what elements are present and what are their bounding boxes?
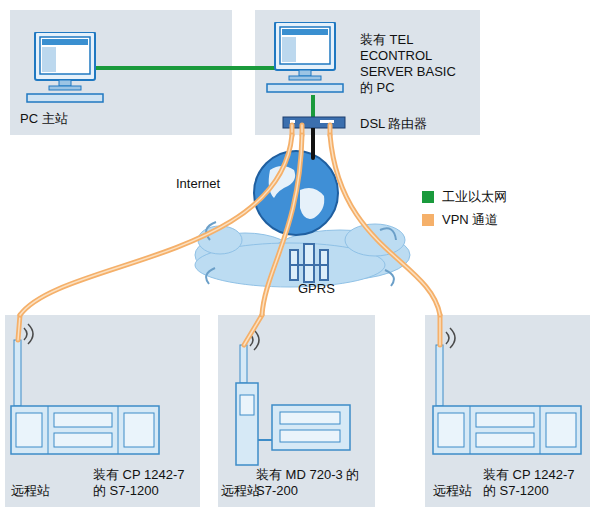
legend-swatch xyxy=(422,214,434,226)
node-label: 装有 CP 1242-7 的 S7-1200 xyxy=(483,467,587,499)
server-panel: 装有 TEL ECONTROL SERVER BASIC 的 PC DSL 路由器 xyxy=(255,10,480,135)
illustration-part xyxy=(320,120,334,123)
node-label: PC 主站 xyxy=(20,111,68,127)
node-label: GPRS xyxy=(298,281,335,297)
illustration-part xyxy=(436,345,443,406)
legend-entry: 工业以太网 xyxy=(422,188,507,206)
master-station-panel: PC 主站 xyxy=(10,10,232,135)
illustration-part xyxy=(255,10,480,135)
connector-stroke xyxy=(20,135,292,315)
remote-station-panel: 装有 CP 1242-7 的 S7-1200 远程站 xyxy=(425,315,590,507)
vpn-tunnel xyxy=(262,135,302,315)
node-label: 远程站 xyxy=(11,483,50,499)
illustration-part xyxy=(272,405,350,450)
illustration-part xyxy=(18,315,440,345)
illustration-part xyxy=(218,315,375,507)
legend-entry: VPN 通道 xyxy=(422,211,498,229)
legend-text: 工业以太网 xyxy=(442,188,507,206)
illustration-part xyxy=(10,10,232,135)
illustration-part xyxy=(290,120,295,123)
illustration-part xyxy=(280,412,340,424)
connector-stroke xyxy=(232,66,255,70)
node-label: 装有 MD 720-3 的 S7-200 xyxy=(256,467,360,499)
illustration-part xyxy=(304,244,314,282)
illustration-part xyxy=(446,328,455,348)
illustration-part xyxy=(240,395,254,415)
node-label: 远程站 xyxy=(221,483,260,499)
node-label: DSL 路由器 xyxy=(360,116,427,132)
node-label: 装有 CP 1242-7 的 S7-1200 xyxy=(93,467,197,499)
connector-stroke xyxy=(20,135,292,315)
illustration-part xyxy=(290,244,328,282)
legend-swatch xyxy=(422,191,434,203)
vpn-tunnel xyxy=(20,135,292,315)
dsl-line xyxy=(313,135,314,158)
legend-text: VPN 通道 xyxy=(442,211,498,229)
illustration-part xyxy=(24,324,455,350)
illustration-part xyxy=(280,430,340,442)
connector-stroke xyxy=(330,135,440,315)
node-label: 装有 TEL ECONTROL SERVER BASIC 的 PC xyxy=(360,32,464,96)
illustration-part xyxy=(5,315,200,507)
illustration-part xyxy=(258,439,272,441)
connector-stroke xyxy=(330,135,440,315)
illustration-part xyxy=(292,125,330,135)
illustration-part xyxy=(290,264,328,266)
illustration-part xyxy=(236,383,258,465)
node-label: 远程站 xyxy=(433,483,472,499)
remote-station-panel: 装有 CP 1242-7 的 S7-1200 远程站 xyxy=(5,315,200,507)
illustration-part xyxy=(11,406,159,454)
illustration-part xyxy=(255,66,275,70)
internet-cloud: InternetGPRS xyxy=(170,150,425,300)
illustration-part xyxy=(14,340,21,406)
connector-stroke xyxy=(262,135,302,315)
connector-stroke xyxy=(311,135,315,158)
illustration-part xyxy=(95,66,232,70)
illustration-part xyxy=(240,345,247,383)
ethernet-line xyxy=(232,68,255,69)
vpn-tunnel xyxy=(330,135,440,315)
connector-stroke xyxy=(262,135,302,315)
illustration-part xyxy=(27,32,103,102)
illustration-part xyxy=(18,125,440,345)
illustration-part xyxy=(433,406,581,454)
remote-station-panel: 装有 MD 720-3 的 S7-200远程站 xyxy=(218,315,375,507)
illustration-part xyxy=(24,324,33,344)
illustration-part xyxy=(18,315,440,345)
illustration-part xyxy=(292,125,330,135)
illustration-part xyxy=(267,22,343,92)
node-label: Internet xyxy=(176,176,220,192)
illustration-part xyxy=(311,95,315,117)
illustration-part xyxy=(425,315,590,507)
